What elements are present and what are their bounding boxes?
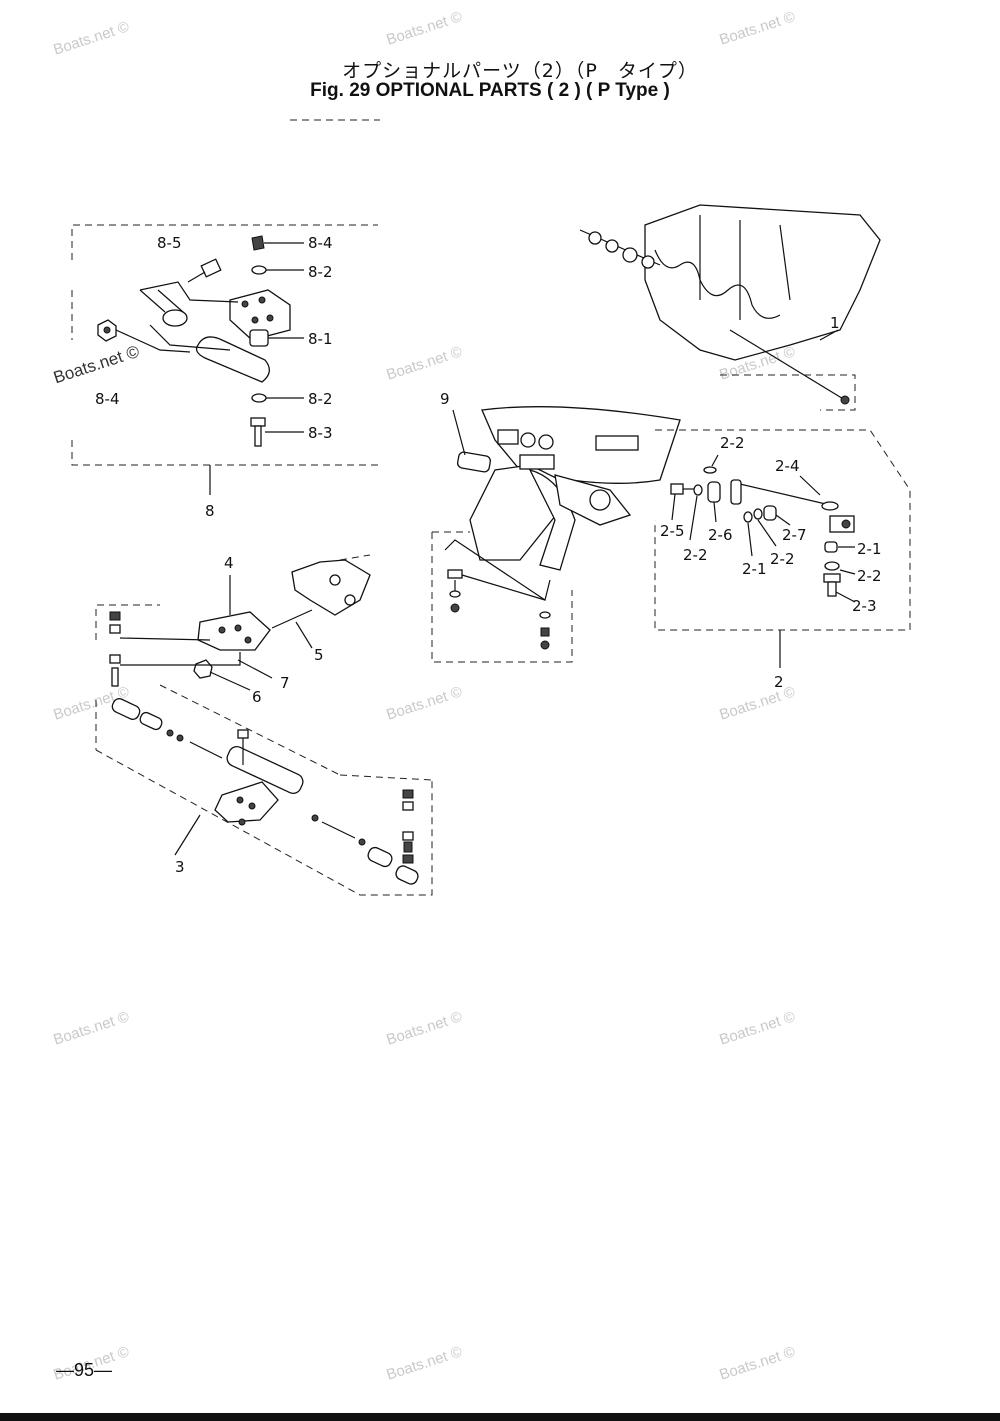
tiller-arm [139, 281, 270, 383]
callout-8-1: 8-1 [308, 330, 333, 348]
bracket-assembly-4-7 [119, 554, 371, 691]
washer-2-2-top [703, 454, 719, 474]
callout-5: 5 [314, 646, 324, 664]
rod-2-4 [730, 475, 839, 511]
callout-1: 1 [830, 314, 840, 332]
callout-8-3: 8-3 [308, 424, 333, 442]
bolt-2-5 [670, 483, 694, 521]
washer-8-2-bottom [251, 393, 304, 403]
bolt-2-3 [823, 573, 856, 603]
callout-2-2: 2-2 [857, 567, 882, 585]
callout-2-2: 2-2 [770, 550, 795, 568]
callout-8-4: 8-4 [95, 390, 120, 408]
nut-2-1-small [743, 511, 753, 557]
washer-2-2-a [689, 484, 703, 541]
callout-2: 2 [774, 673, 784, 691]
grip-9 [452, 409, 492, 473]
callout-6: 6 [252, 688, 262, 706]
nut-8-4-right [251, 235, 304, 251]
ball-joint [829, 515, 855, 533]
callout-2-5: 2-5 [660, 522, 685, 540]
figure-title: Fig. 29 OPTIONAL PARTS ( 2 ) ( P Type ) [310, 80, 670, 101]
callout-2-4: 2-4 [775, 457, 800, 475]
washer-2-2-b [753, 508, 777, 547]
nut-8-4-left [97, 319, 191, 353]
callout-8-5: 8-5 [157, 234, 182, 252]
group-8-assembly: 8-5 8-4 8-2 8-1 8-4 8-2 8-3 8 [71, 224, 378, 520]
nut-2-1 [824, 541, 855, 553]
callout-7: 7 [280, 674, 290, 692]
stay-rod-1 [720, 329, 856, 411]
bolt-8-5 [187, 258, 222, 283]
tie-rod-lower [431, 531, 573, 663]
callout-2-1: 2-1 [857, 540, 882, 558]
callout-2-3: 2-3 [852, 597, 877, 615]
title-japanese: オプショナルパーツ（2）（P タイプ） [342, 60, 698, 82]
callout-4: 4 [224, 554, 234, 572]
callout-2-2: 2-2 [720, 434, 745, 452]
callout-8: 8 [205, 502, 215, 520]
scan-border [0, 1413, 1000, 1421]
callout-3: 3 [175, 858, 185, 876]
collar-2-7 [763, 505, 791, 526]
bushing-2-6 [707, 481, 721, 523]
group-3-assembly [95, 604, 433, 896]
washer-2-2-c [824, 561, 856, 575]
callout-8-2: 8-2 [308, 390, 333, 408]
group-2-assembly: 2-2 2-4 2-5 2-6 2-7 2-2 2-2 2-1 2-1 2-2 … [654, 429, 911, 691]
steering-linkage [444, 406, 681, 601]
page-number: —95— [56, 1360, 113, 1380]
callout-2-1: 2-1 [742, 560, 767, 578]
callout-8-4: 8-4 [308, 234, 333, 252]
callout-8-2: 8-2 [308, 263, 333, 281]
callout-2-6: 2-6 [708, 526, 733, 544]
callout-2-2: 2-2 [683, 546, 708, 564]
callout-9: 9 [440, 390, 450, 408]
collar-8-1 [249, 329, 304, 347]
callout-2-7: 2-7 [782, 526, 807, 544]
engine-bracket [579, 204, 881, 361]
bolt-8-3 [250, 417, 304, 447]
washer-8-2-top [251, 265, 304, 275]
bracket-plate [229, 289, 291, 341]
